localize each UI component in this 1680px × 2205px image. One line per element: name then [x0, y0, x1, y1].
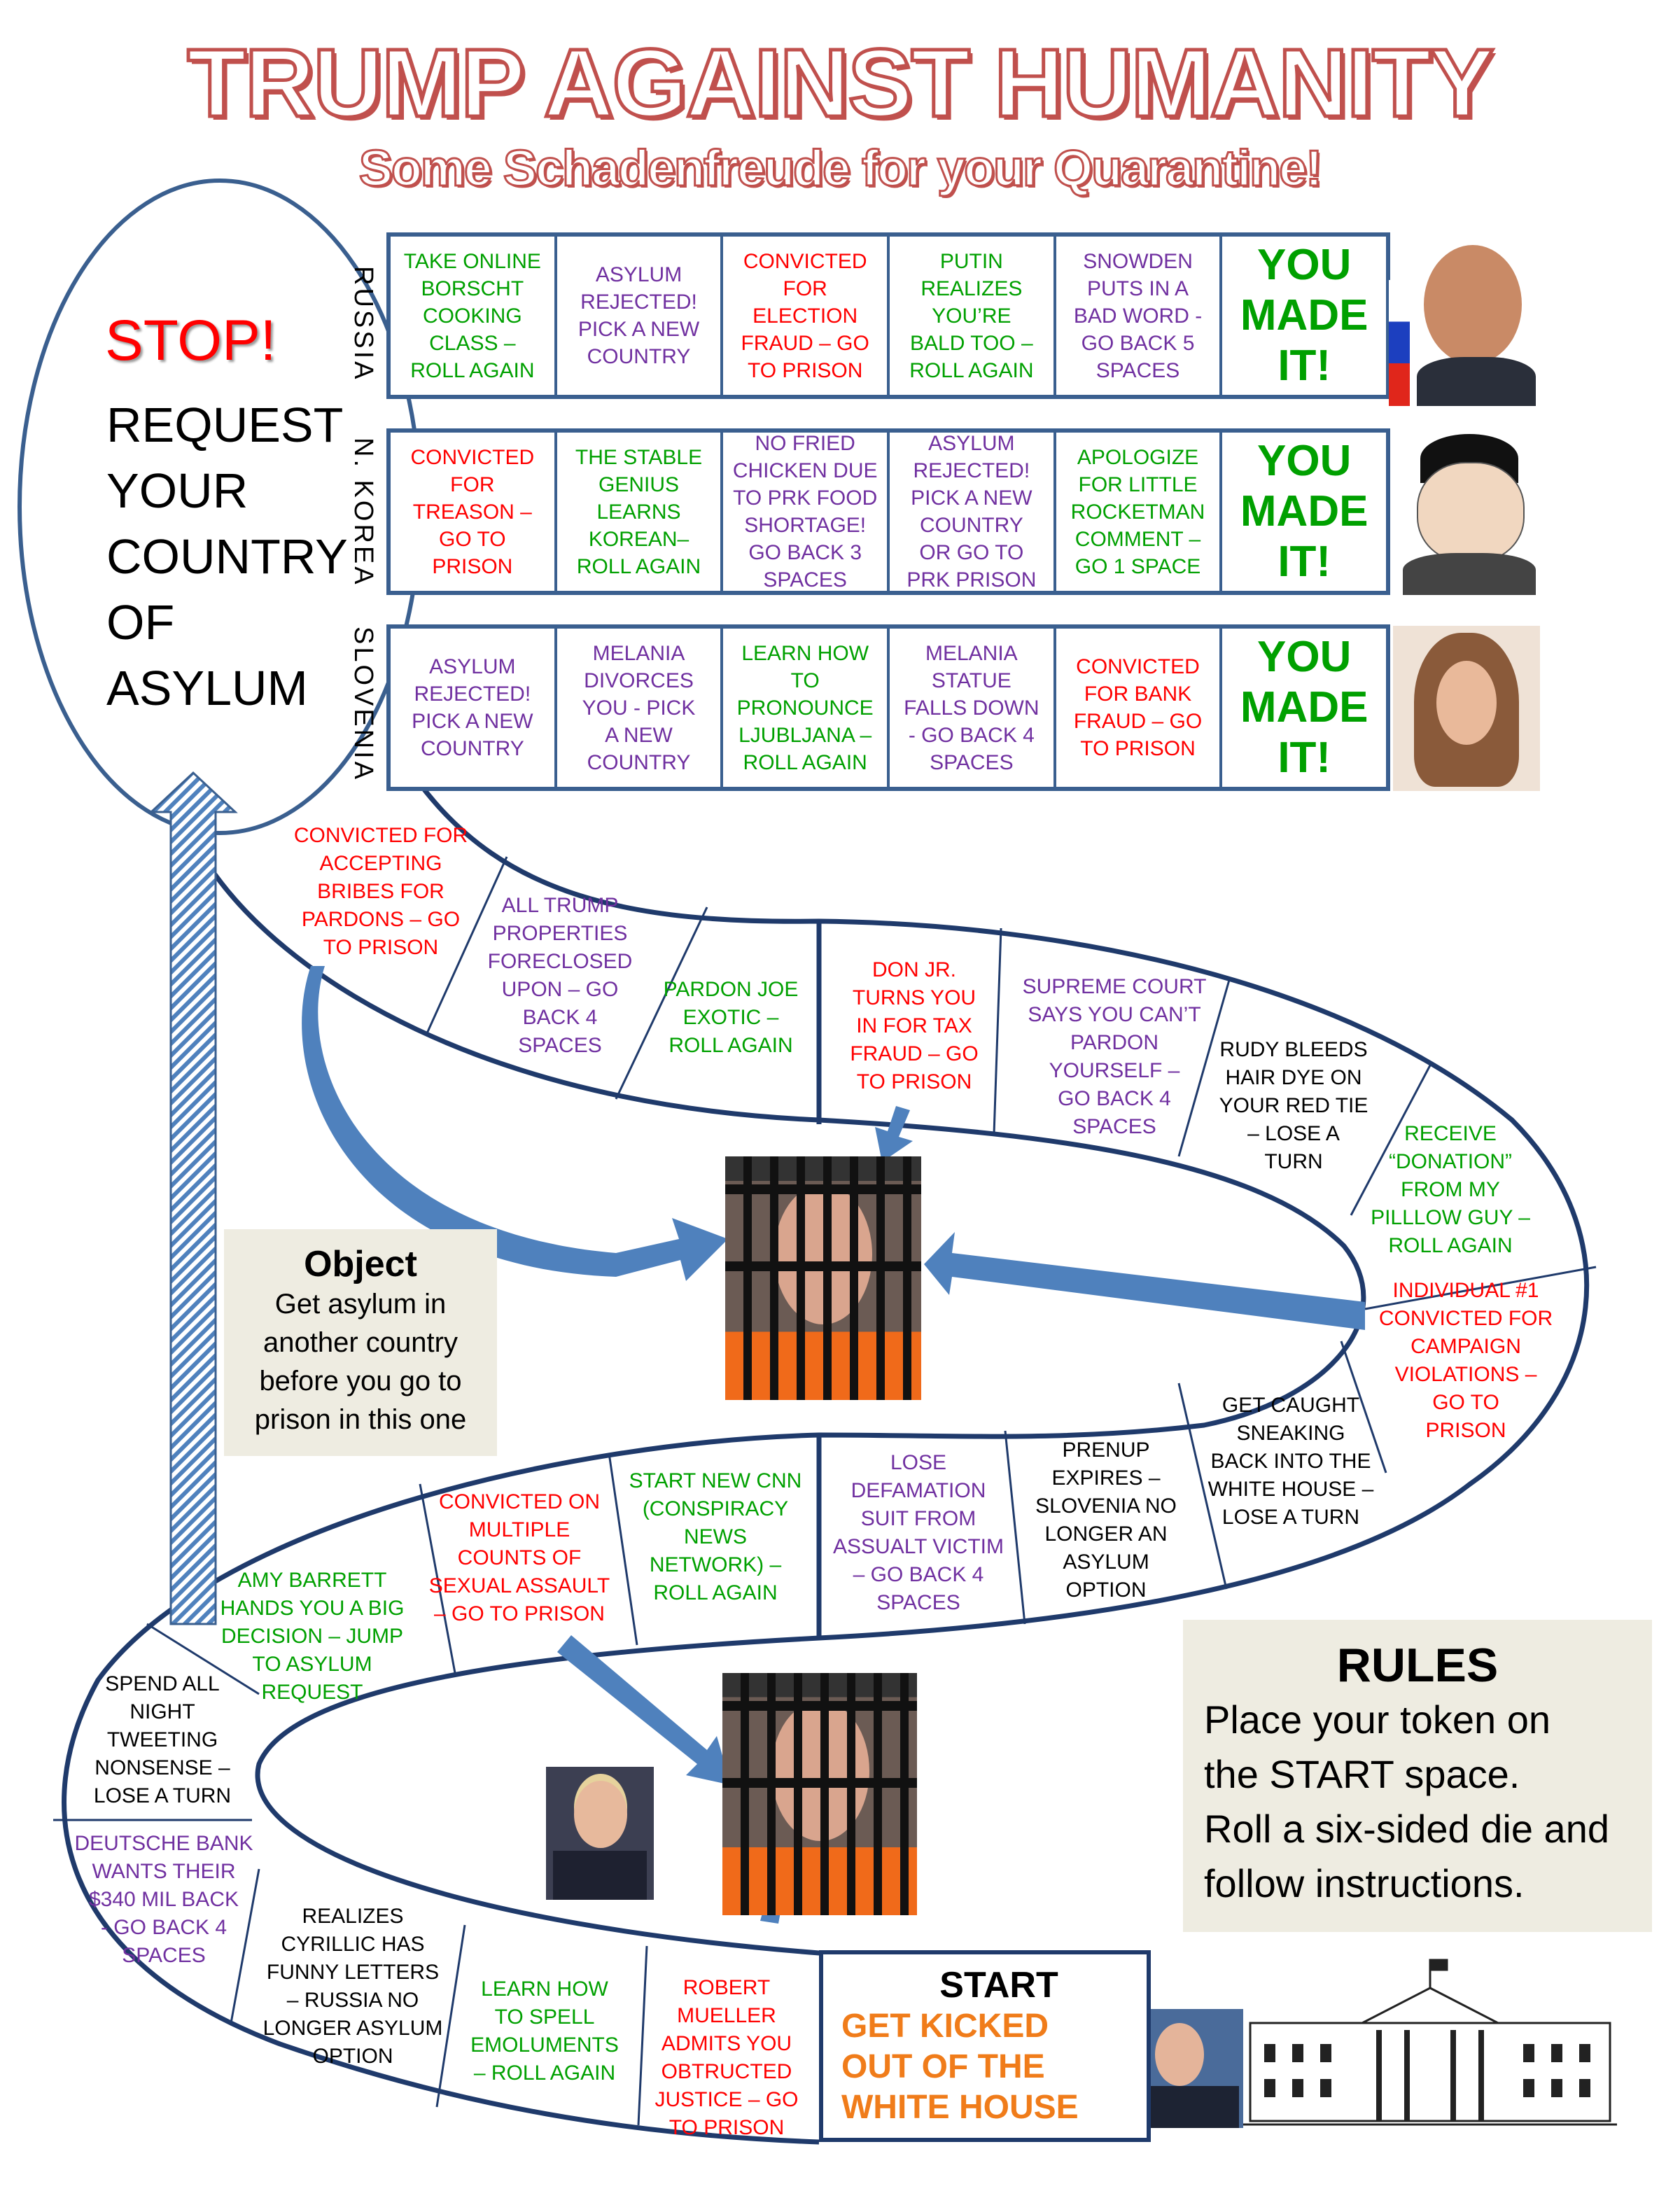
start-text: GET KICKED OUT OF THE WHITE HOUSE	[841, 2008, 1079, 2126]
board-space: ROBERT MUELLER ADMITS YOU OBTRUCTED JUST…	[654, 1976, 799, 2139]
rules-box: RULES Place your token on the START spac…	[1183, 1620, 1652, 1932]
finish-space: YOU MADE IT!	[1240, 437, 1368, 586]
board-space: RECEIVE “DONATION” FROM MY PILLLOW GUY –…	[1371, 1122, 1530, 1257]
board-space: SNOWDEN PUTS IN A BAD WORD - GO BACK 5 S…	[1056, 237, 1223, 395]
hillary-photo	[546, 1767, 654, 1900]
board-space: ASYLUM REJECTED! PICK A NEW COUNTRY OR G…	[890, 432, 1056, 592]
finish-space: YOU MADE IT!	[1240, 241, 1368, 390]
board-space: AMY BARRETT HANDS YOU A BIG DECISION – J…	[220, 1569, 405, 1704]
board-space: TAKE ONLINE BORSCHT COOKING CLASS – ROLL…	[391, 237, 557, 395]
country-label-north-korea: N. KOREA	[349, 438, 378, 587]
board-space: CONVICTED FOR BANK FRAUD – GO TO PRISON	[1056, 629, 1223, 787]
board-space: PARDON JOE EXOTIC – ROLL AGAIN	[663, 978, 799, 1057]
board-space: MELANIA STATUE FALLS DOWN - GO BACK 4 SP…	[890, 629, 1056, 787]
board-space: CONVICTED FOR ELECTION FRAUD – GO TO PRI…	[723, 237, 890, 395]
object-box: Object Get asylum in another country bef…	[224, 1229, 497, 1456]
board-space: ASYLUM REJECTED! PICK A NEW COUNTRY	[391, 629, 557, 787]
board-space: DEUTSCHE BANK WANTS THEIR $340 MIL BACK …	[74, 1832, 253, 1967]
start-space: START GET KICKED OUT OF THE WHITE HOUSE	[819, 1950, 1151, 2142]
object-line: Get asylum in	[274, 1289, 447, 1320]
board-space: APOLOGIZE FOR LITTLE ROCKETMAN COMMENT –…	[1056, 433, 1223, 591]
board-space: START NEW CNN (CONSPIRACY NEWS NETWORK) …	[629, 1469, 802, 1604]
track-edge-outer	[255, 782, 1590, 1956]
board-space: CONVICTED FOR ACCEPTING BRIBES FOR PARDO…	[293, 824, 468, 959]
board-space: CONVICTED ON MULTIPLE COUNTS OF SEXUAL A…	[428, 1490, 610, 1625]
country-label-slovenia: SLOVENIA	[349, 626, 378, 783]
board-space: NO FRIED CHICKEN DUE TO PRK FOOD SHORTAG…	[723, 432, 890, 592]
board-space: ALL TRUMP PROPERTIES FORECLOSED UPON – G…	[487, 894, 633, 1057]
board-space: THE STABLE GENIUS LEARNS KOREAN– ROLL AG…	[557, 433, 724, 591]
prison-image-upper	[725, 1156, 921, 1400]
white-house-drawing	[1243, 1959, 1617, 2126]
don-jr-prison-arrow	[875, 1106, 913, 1162]
melania-portrait-image	[1393, 626, 1540, 791]
kim-jong-un-caricature-image	[1389, 434, 1547, 595]
object-line: prison in this one	[254, 1404, 467, 1435]
board-space: RUDY BLEEDS HAIR DYE ON YOUR RED TIE – L…	[1219, 1038, 1368, 1173]
game-title: TRUMP AGAINST HUMANITY	[186, 28, 1496, 139]
start-heading: START	[939, 1965, 1058, 2005]
country-label-russia: RUSSIA	[349, 266, 378, 382]
board-space: MELANIA DIVORCES YOU - PICK A NEW COUNTR…	[557, 629, 724, 787]
stop-heading: STOP!	[105, 309, 276, 372]
board-space: SUPREME COURT SAYS YOU CAN’T PARDON YOUR…	[1022, 975, 1207, 1138]
board-space: SPEND ALL NIGHT TWEETING NONSENSE – LOSE…	[93, 1672, 232, 1807]
rules-heading: RULES	[1336, 1639, 1499, 1692]
board-space: CONVICTED FOR TREASON – GO TO PRISON	[391, 433, 557, 591]
prison-image-lower	[722, 1673, 917, 1915]
object-line: before you go to	[259, 1366, 462, 1396]
track-dividers	[53, 856, 1597, 2126]
board-space: GET CAUGHT SNEAKING BACK INTO THE WHITE …	[1208, 1394, 1374, 1529]
board-space: INDIVIDUAL #1 CONVICTED FOR CAMPAIGN VIO…	[1378, 1279, 1553, 1442]
finish-space: YOU MADE IT!	[1240, 633, 1368, 782]
board-space: LOSE DEFAMATION SUIT FROM ASSUALT VICTIM…	[833, 1451, 1004, 1614]
game-subtitle: Some Schadenfreude for your Quarantine!	[358, 140, 1323, 198]
board-space: LEARN HOW TO SPELL EMOLUMENTS – ROLL AGA…	[470, 1977, 619, 2085]
russia-row: TAKE ONLINE BORSCHT COOKING CLASS – ROLL…	[386, 232, 1390, 399]
rules-text: Place your token on the START space. Rol…	[1204, 1698, 1609, 1905]
board-space: LEARN HOW TO PRONOUNCE LJUBLJANA – ROLL …	[723, 629, 890, 787]
object-heading: Object	[304, 1244, 417, 1284]
board-space: REALIZES CYRILLIC HAS FUNNY LETTERS – RU…	[262, 1905, 443, 2068]
object-line: another country	[263, 1327, 458, 1358]
putin-caricature-image	[1389, 238, 1543, 406]
north-korea-row: CONVICTED FOR TREASON – GO TO PRISON THE…	[386, 428, 1390, 595]
sexual-assault-prison-arrow	[557, 1635, 731, 1785]
curved-prison-arrow	[302, 966, 728, 1281]
board-space: PRENUP EXPIRES – SLOVENIA NO LONGER AN A…	[1035, 1438, 1177, 1602]
board-space: ASYLUM REJECTED! PICK A NEW COUNTRY	[557, 237, 724, 395]
board-space: PUTIN REALIZES YOU’RE BALD TOO – ROLL AG…	[890, 237, 1056, 395]
slovenia-row: ASYLUM REJECTED! PICK A NEW COUNTRY MELA…	[386, 624, 1390, 791]
request-asylum-text: REQUEST YOUR COUNTRY OF ASYLUM	[106, 398, 348, 715]
individual-1-prison-arrow	[924, 1232, 1365, 1330]
asylum-jump-arrow	[148, 771, 238, 1625]
board-space: DON JR. TURNS YOU IN FOR TAX FRAUD – GO …	[850, 958, 979, 1093]
shortcut-arrows	[148, 771, 1365, 1924]
